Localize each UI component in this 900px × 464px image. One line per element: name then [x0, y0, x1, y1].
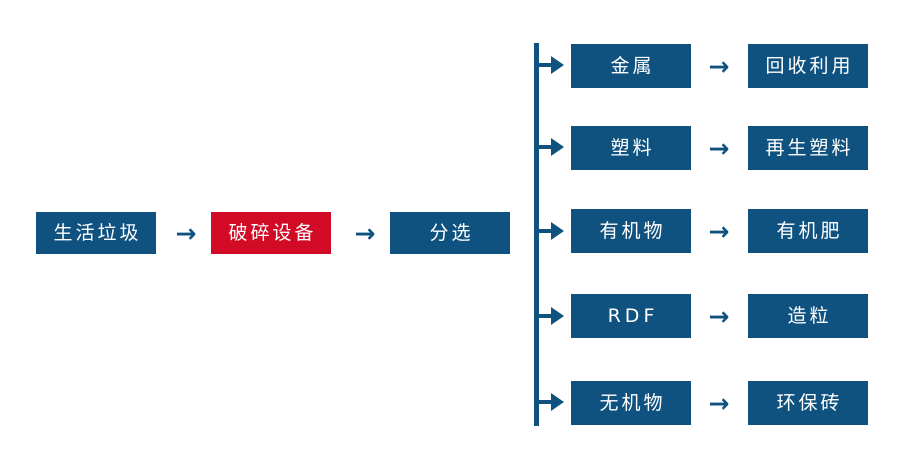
branch-arrow-head-icon-metal [551, 56, 564, 74]
branch-arrow-head-icon-rdf [551, 307, 564, 325]
node-sorting[interactable]: 分选 [390, 212, 510, 254]
node-material-plastic[interactable]: 塑料 [571, 126, 691, 170]
arrow-right-icon-rdf: → [708, 301, 730, 331]
arrow-right-icon-organic: → [708, 216, 730, 246]
node-product-organic-fertilizer[interactable]: 有机肥 [748, 209, 868, 253]
node-material-rdf[interactable]: RDF [571, 294, 691, 338]
node-material-organic[interactable]: 有机物 [571, 209, 691, 253]
node-product-recycled-plastic[interactable]: 再生塑料 [748, 126, 868, 170]
arrow-right-icon-input-to-crusher: → [175, 218, 197, 248]
arrow-right-icon-metal: → [708, 51, 730, 81]
branch-arrow-head-icon-inorganic [551, 393, 564, 411]
branch-stem-inorganic [539, 400, 555, 404]
node-product-recycling[interactable]: 回收利用 [748, 44, 868, 88]
arrow-right-icon-crusher-to-sorting: → [354, 218, 376, 248]
branch-arrow-head-icon-plastic [551, 138, 564, 156]
arrow-right-icon-plastic: → [708, 133, 730, 163]
node-product-granulation[interactable]: 造粒 [748, 294, 868, 338]
branch-stem-rdf [539, 314, 555, 318]
node-input-waste[interactable]: 生活垃圾 [36, 212, 156, 254]
node-crushing-equipment[interactable]: 破碎设备 [211, 212, 331, 254]
node-product-eco-brick[interactable]: 环保砖 [748, 381, 868, 425]
branch-bus-vertical-line [534, 43, 539, 426]
node-material-metal[interactable]: 金属 [571, 44, 691, 88]
branch-stem-organic [539, 229, 555, 233]
node-material-inorganic[interactable]: 无机物 [571, 381, 691, 425]
branch-arrow-head-icon-organic [551, 222, 564, 240]
arrow-right-icon-inorganic: → [708, 388, 730, 418]
branch-stem-metal [539, 63, 555, 67]
branch-stem-plastic [539, 145, 555, 149]
